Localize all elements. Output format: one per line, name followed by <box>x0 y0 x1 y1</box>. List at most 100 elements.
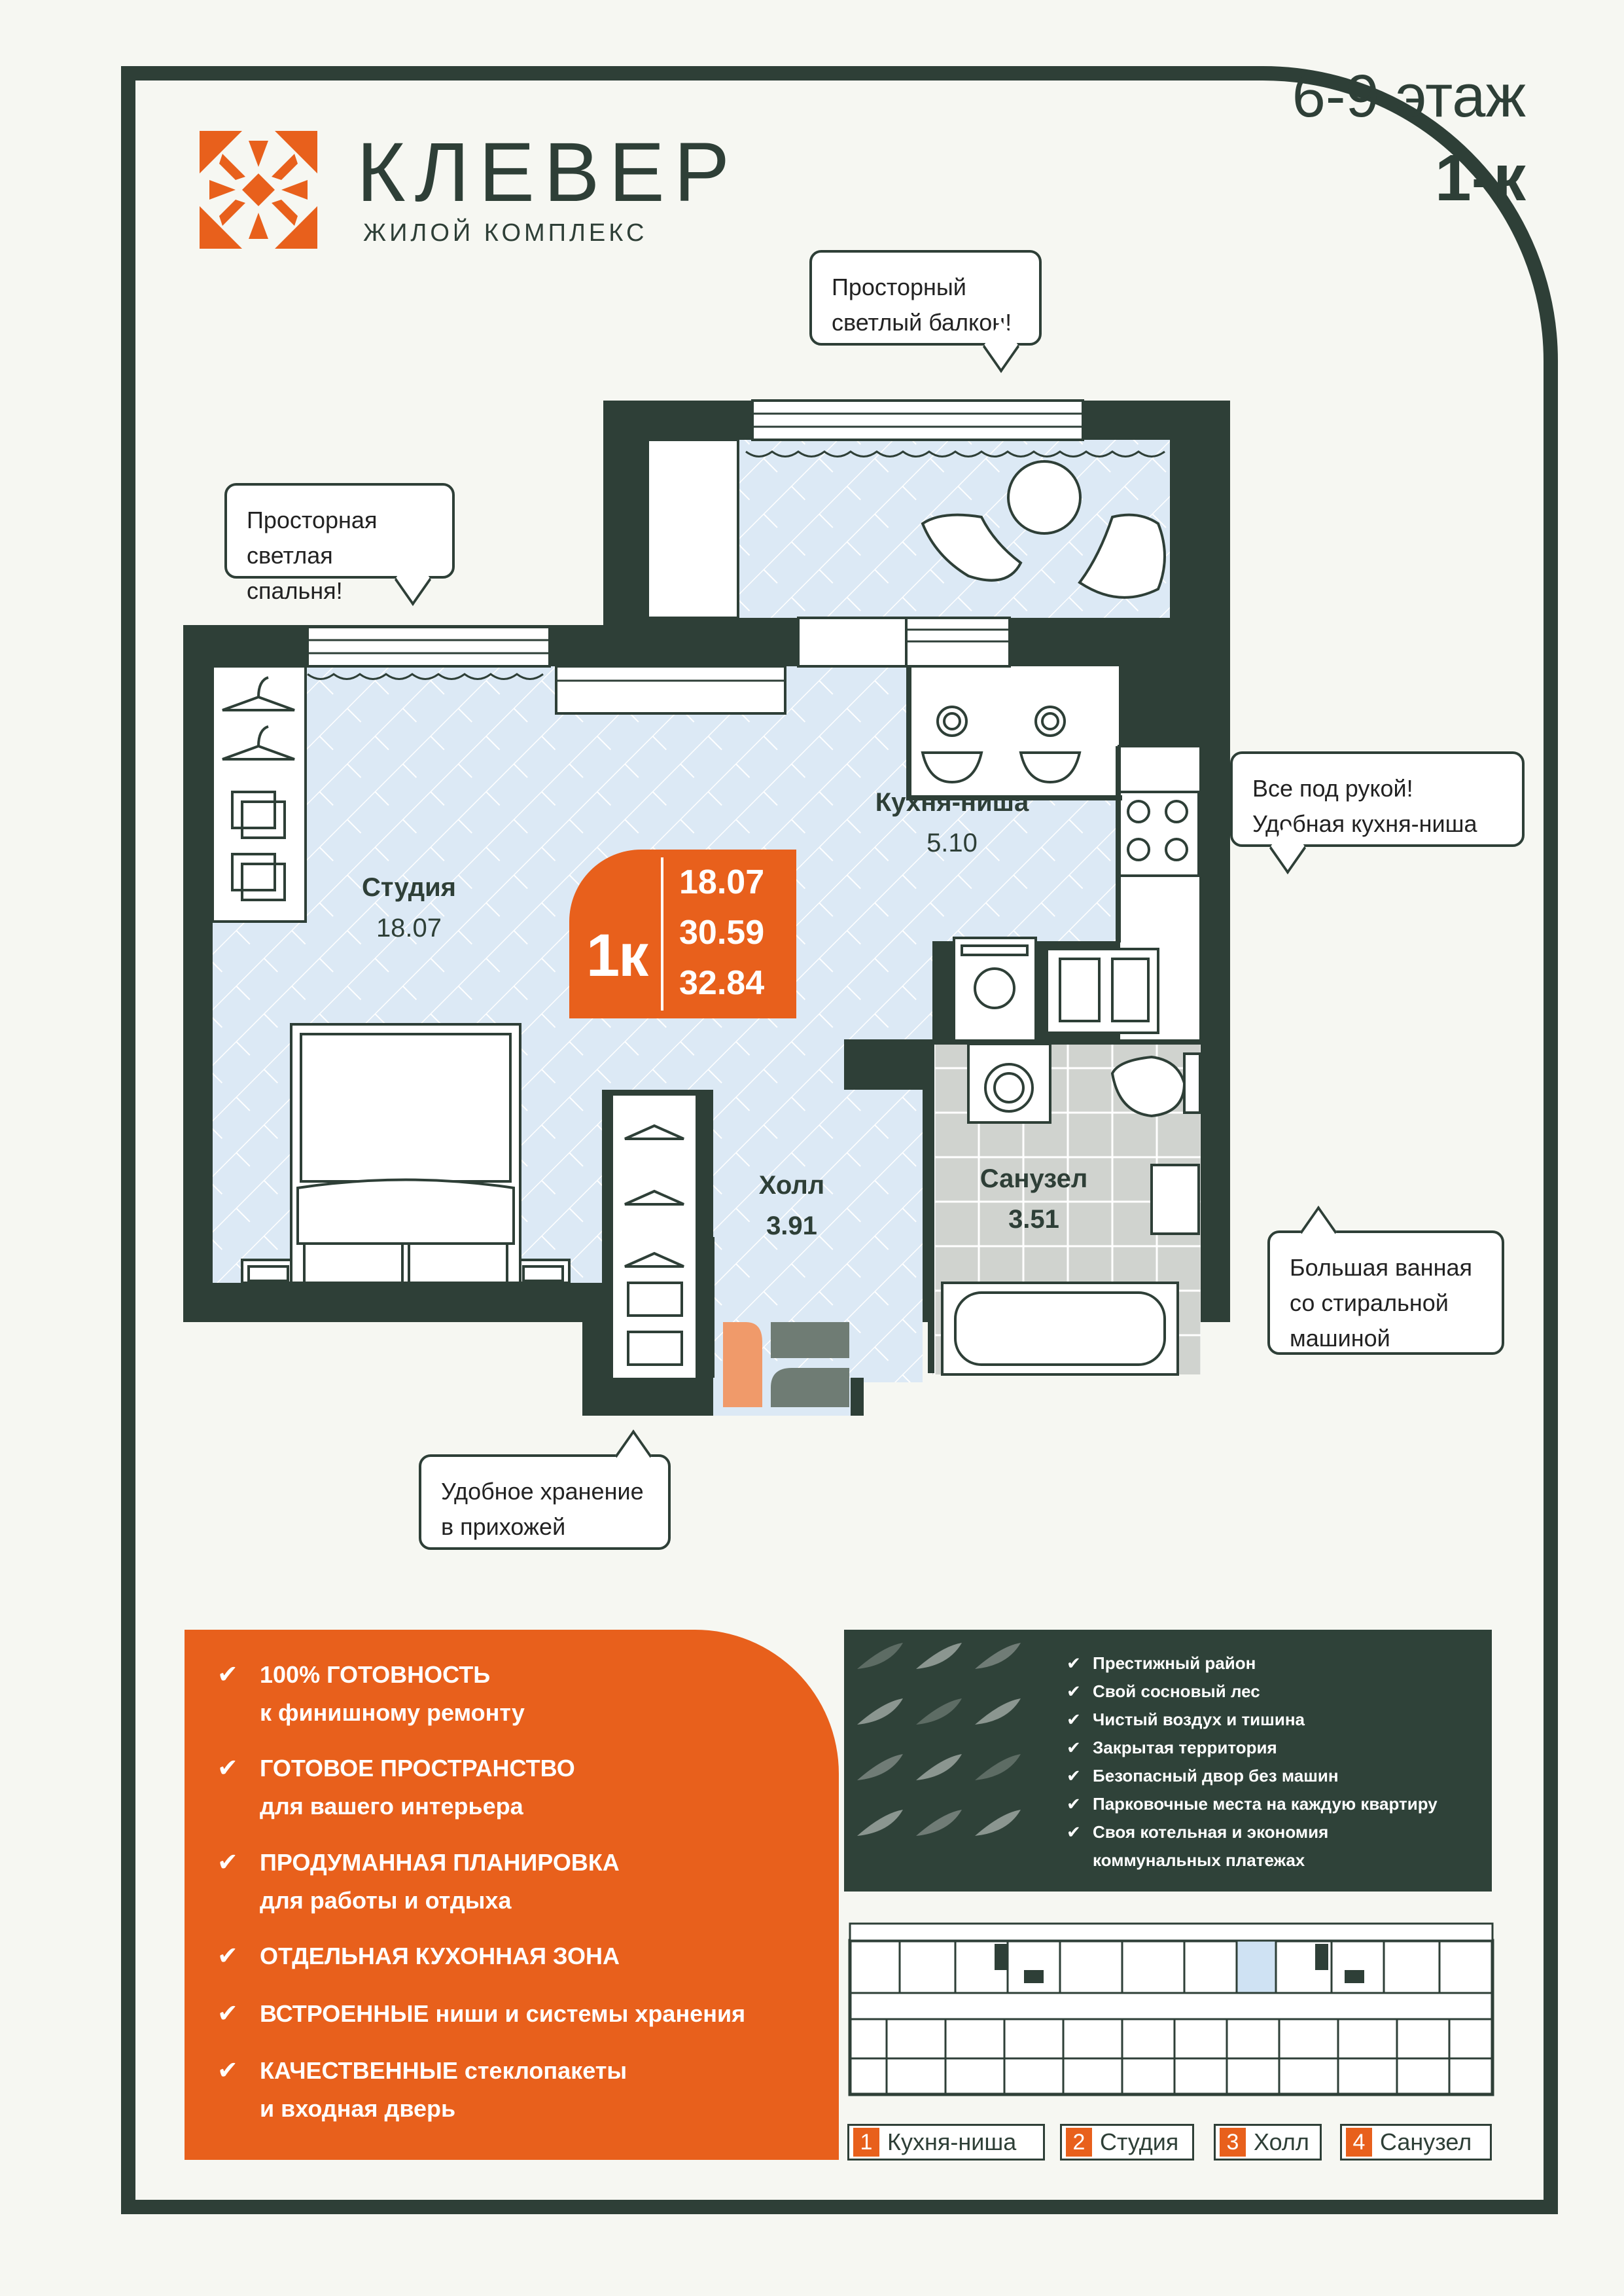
legend-num: 4 <box>1346 2128 1372 2157</box>
area-badge: 1к 18.07 30.59 32.84 <box>569 850 796 1018</box>
benefit-item: ✔ Свой сосновый лес <box>1067 1677 1438 1706</box>
feature-4-title: ОТДЕЛЬНАЯ КУХОННАЯ ЗОНА <box>260 1943 620 1969</box>
feature-4: ✔ ОТДЕЛЬНАЯ КУХОННАЯ ЗОНА <box>217 1937 620 1975</box>
check-icon: ✔ <box>217 1755 238 1782</box>
area-total-balcony: 32.84 <box>679 964 765 1002</box>
benefits-list: ✔ Престижный район ✔ Свой сосновый лес ✔ Чи… <box>1067 1649 1438 1874</box>
highlighted-apartment <box>1235 1939 1277 1994</box>
flat-type: 1-к <box>1435 141 1526 215</box>
benefits-panel: ✔ Престижный район ✔ Свой сосновый лес ✔ Чи… <box>844 1630 1492 1892</box>
floor-plan <box>183 399 1230 1416</box>
benefit-item-text: Престижный район <box>1093 1653 1256 1673</box>
feature-1-title: 100% ГОТОВНОСТЬ <box>260 1661 491 1688</box>
check-icon: ✔ <box>217 1849 238 1876</box>
studio-wardrobe <box>211 665 307 923</box>
bubble-bathroom-line2: со стиральной <box>1290 1289 1449 1316</box>
legend-label: Кухня-ниша <box>887 2128 1017 2155</box>
area-badge-divider <box>661 857 663 1011</box>
feature-2-sub: для вашего интерьера <box>260 1793 523 1820</box>
feature-6: ✔ КАЧЕСТВЕННЫЕ стеклопакеты и входная дв… <box>217 2052 627 2128</box>
bubble-hall-line2: в прихожей <box>441 1513 566 1540</box>
legend-num: 2 <box>1066 2128 1092 2157</box>
check-icon: ✔ <box>1067 1822 1081 1842</box>
benefit-item-text: Безопасный двор без машин <box>1093 1766 1339 1785</box>
benefit-item: ✔ Престижный район <box>1067 1649 1438 1677</box>
benefit-item: ✔ Чистый воздух и тишина <box>1067 1706 1438 1734</box>
building-floor-plan <box>848 1922 1494 2096</box>
benefit-item: ✔ Безопасный двор без машин <box>1067 1762 1438 1790</box>
bubble-kitchen: Все под рукой! Удобная кухня-ниша <box>1230 751 1525 874</box>
benefit-item-text: Парковочные места на каждую квартиру <box>1093 1794 1438 1814</box>
feature-1-sub: к финишному ремонту <box>260 1699 525 1726</box>
bed <box>241 1023 571 1284</box>
room-label-studio: Студия 18.07 <box>334 867 484 948</box>
entrance-icon <box>723 1322 849 1407</box>
bubble-bathroom-line3: машиной <box>1290 1325 1390 1352</box>
legend-item-bathroom: 4 Санузел <box>1340 2124 1492 2161</box>
bathroom-area: 3.51 <box>1008 1205 1059 1234</box>
check-icon: ✔ <box>1067 1710 1081 1729</box>
feature-3-title: ПРОДУМАННАЯ ПЛАНИРОВКА <box>260 1849 620 1876</box>
bubble-bedroom-line1: Просторная <box>247 507 378 533</box>
check-icon: ✔ <box>217 1943 238 1970</box>
feature-5: ✔ ВСТРОЕННЫЕ ниши и системы хранения <box>217 1995 745 2033</box>
feature-5-title: ВСТРОЕННЫЕ <box>260 2000 429 2027</box>
bubble-hall-line1: Удобное хранение <box>441 1478 644 1505</box>
feature-3: ✔ ПРОДУМАННАЯ ПЛАНИРОВКА для работы и от… <box>217 1844 620 1920</box>
area-total: 30.59 <box>679 914 765 952</box>
area-badge-type: 1к <box>586 922 648 989</box>
feature-6-sub: и входная дверь <box>260 2095 456 2122</box>
studio-name: Студия <box>361 873 457 902</box>
benefit-item-text: Свой сосновый лес <box>1093 1681 1260 1701</box>
brand-subtitle: ЖИЛОЙ КОМПЛЕКС <box>363 219 648 247</box>
benefit-item: ✔ Своя котельная и экономия <box>1067 1818 1438 1846</box>
check-icon: ✔ <box>1067 1653 1081 1673</box>
studio-area: 18.07 <box>376 914 442 942</box>
brand-name: КЛЕВЕР <box>357 126 739 219</box>
legend-num: 1 <box>853 2128 879 2157</box>
feature-5-rest: ниши и системы хранения <box>429 2000 746 2027</box>
room-label-kitchen: Кухня-ниша 5.10 <box>844 782 1060 863</box>
benefit-item-text: Закрытая территория <box>1093 1738 1277 1757</box>
bubble-bedroom-line2: светлая спальня! <box>247 542 343 604</box>
feature-2-title: ГОТОВОЕ ПРОСТРАНСТВО <box>260 1755 575 1782</box>
legend-label: Холл <box>1254 2128 1309 2155</box>
hall-area: 3.91 <box>766 1211 817 1240</box>
benefit-item: ✔ Парковочные места на каждую квартиру <box>1067 1790 1438 1818</box>
check-icon: ✔ <box>217 2057 238 2085</box>
floor-range: 6-9 этаж <box>1292 63 1526 130</box>
check-icon: ✔ <box>1067 1738 1081 1757</box>
legend-num: 3 <box>1220 2128 1246 2157</box>
area-living: 18.07 <box>679 863 765 901</box>
room-label-hall: Холл 3.91 <box>726 1165 857 1246</box>
check-icon: ✔ <box>1067 1681 1081 1701</box>
feature-2: ✔ ГОТОВОЕ ПРОСТРАНСТВО для вашего интерь… <box>217 1749 575 1825</box>
check-icon: ✔ <box>1067 1794 1081 1814</box>
benefit-item: ✔ Закрытая территория <box>1067 1734 1438 1762</box>
legend-item-kitchen: 1 Кухня-ниша <box>847 2124 1045 2161</box>
clover-logo-icon <box>200 131 317 249</box>
bubble-balcony: Просторный светлый балкон! <box>809 250 1042 373</box>
kitchen-name: Кухня-ниша <box>875 788 1029 817</box>
bubble-balcony-line2: светлый балкон! <box>832 309 1012 336</box>
check-icon: ✔ <box>1067 1766 1081 1785</box>
bubble-kitchen-line1: Все под рукой! <box>1252 775 1413 802</box>
benefit-item-text: Чистый воздух и тишина <box>1093 1710 1305 1729</box>
benefit-item-text: коммунальных платежах <box>1093 1850 1305 1870</box>
feature-6-title: КАЧЕСТВЕННЫЕ <box>260 2057 458 2084</box>
leaf-pattern <box>857 1643 1021 1836</box>
bubble-hall: Удобное хранение в прихожей <box>419 1429 671 1550</box>
kitchen-area: 5.10 <box>927 829 978 857</box>
feature-1: ✔ 100% ГОТОВНОСТЬ к финишному ремонту <box>217 1656 525 1732</box>
benefit-item-continued: коммунальных платежах <box>1067 1846 1438 1874</box>
legend-item-hall: 3 Холл <box>1214 2124 1322 2161</box>
benefit-item-text: Своя котельная и экономия <box>1093 1822 1329 1842</box>
bubble-bathroom-line1: Большая ванная <box>1290 1254 1473 1281</box>
legend-label: Студия <box>1100 2128 1179 2155</box>
bathroom-name: Санузел <box>980 1164 1088 1193</box>
features-panel: ✔ 100% ГОТОВНОСТЬ к финишному ремонту ✔ … <box>185 1630 839 2160</box>
bubble-bedroom: Просторная светлая спальня! <box>224 483 455 606</box>
feature-3-sub: для работы и отдыха <box>260 1887 512 1914</box>
check-icon: ✔ <box>217 2000 238 2028</box>
